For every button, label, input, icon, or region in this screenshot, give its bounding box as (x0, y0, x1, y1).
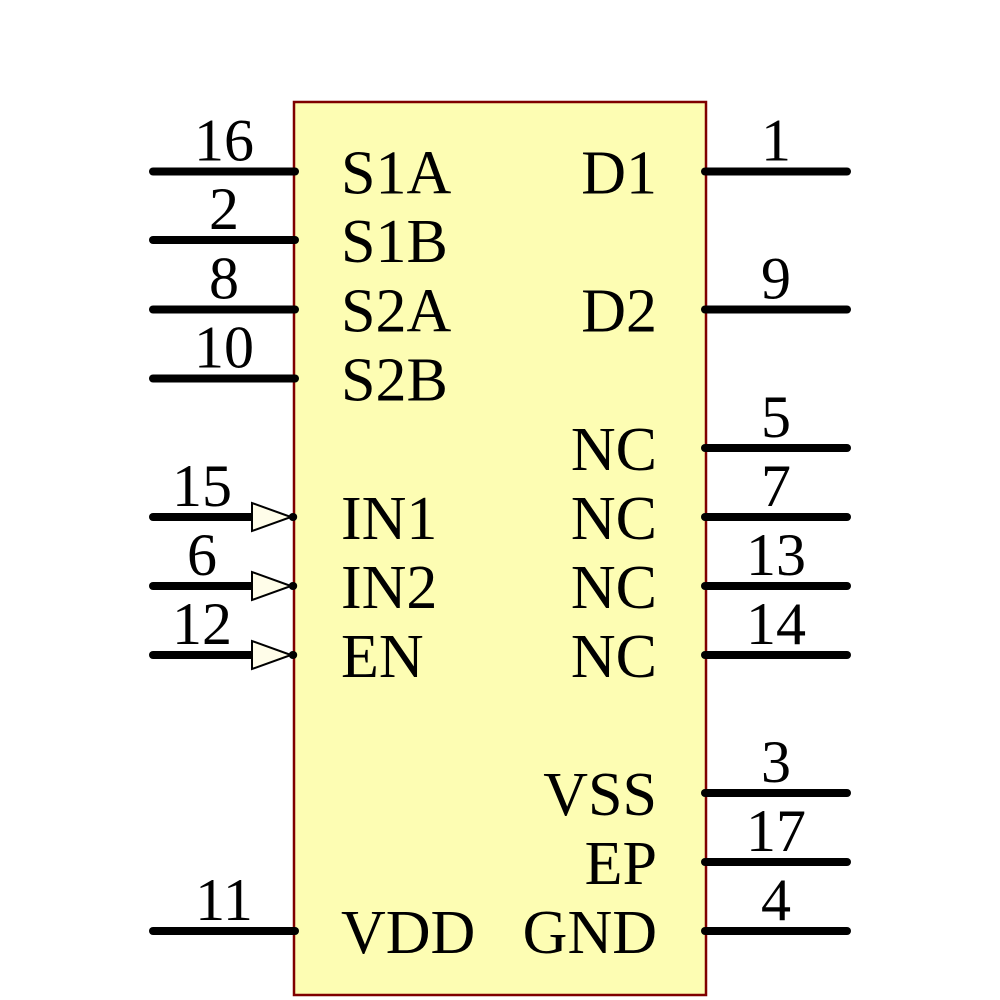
pin-label: EN (341, 623, 424, 691)
pin-number: 8 (209, 246, 239, 312)
pin-right-nc-14: 14 NC (571, 591, 851, 691)
pin-label: IN1 (341, 485, 437, 553)
pin-label: D1 (581, 140, 657, 208)
pin-right-vss: 3 VSS (543, 729, 851, 829)
pin-number: 6 (187, 522, 217, 588)
ic-body (292, 100, 708, 997)
pin-number: 1 (761, 108, 791, 174)
pin-label: NC (571, 485, 657, 553)
pin-label: NC (571, 554, 657, 622)
pin-label: S1A (341, 140, 451, 208)
pin-label: S2B (341, 347, 448, 415)
pin-number: 11 (195, 867, 253, 933)
pin-label: D2 (581, 278, 657, 346)
pin-number: 3 (761, 729, 791, 795)
input-arrow-icon (251, 639, 294, 671)
pin-number: 4 (761, 867, 791, 933)
pin-label: IN2 (341, 554, 437, 622)
pin-number: 7 (761, 453, 791, 519)
pin-left-s2b: 10 S2B (149, 315, 448, 415)
pin-right-ep: 17 EP (585, 798, 851, 898)
input-arrow-icon (251, 570, 294, 602)
pin-number: 15 (172, 453, 232, 519)
pin-number: 16 (194, 108, 254, 174)
pin-right-gnd: 4 GND (523, 867, 851, 967)
pin-left-in2: 6 IN2 (149, 522, 437, 622)
pin-label: GND (523, 899, 657, 967)
pin-number: 13 (746, 522, 806, 588)
input-arrow-icon (251, 501, 294, 533)
pin-right-nc-7: 7 NC (571, 453, 851, 553)
pin-number: 9 (761, 246, 791, 312)
pin-label: NC (571, 623, 657, 691)
pin-number: 10 (194, 315, 254, 381)
pin-left-s1b: 2 S1B (149, 176, 448, 276)
pin-number: 12 (172, 591, 232, 657)
pin-number: 14 (746, 591, 806, 657)
pin-label: VSS (543, 761, 657, 829)
pin-left-in1: 15 IN1 (149, 453, 437, 553)
pin-left-vdd: 11 VDD (149, 867, 475, 967)
pin-right-d1: 1 D1 (581, 108, 851, 208)
pin-left-s1a: 16 S1A (149, 108, 451, 208)
pin-left-en: 12 EN (149, 591, 424, 691)
pin-right-nc-5: 5 NC (571, 384, 851, 484)
pin-number: 2 (209, 176, 239, 242)
pin-label: S1B (341, 208, 448, 276)
pin-right-d2: 9 D2 (581, 246, 851, 346)
pin-label: S2A (341, 278, 451, 346)
pin-number: 17 (746, 798, 806, 864)
pin-label: NC (571, 416, 657, 484)
pin-left-s2a: 8 S2A (149, 246, 451, 346)
pin-label: EP (585, 830, 657, 898)
pin-right-nc-13: 13 NC (571, 522, 851, 622)
pin-number: 5 (761, 384, 791, 450)
pin-label: VDD (341, 899, 475, 967)
